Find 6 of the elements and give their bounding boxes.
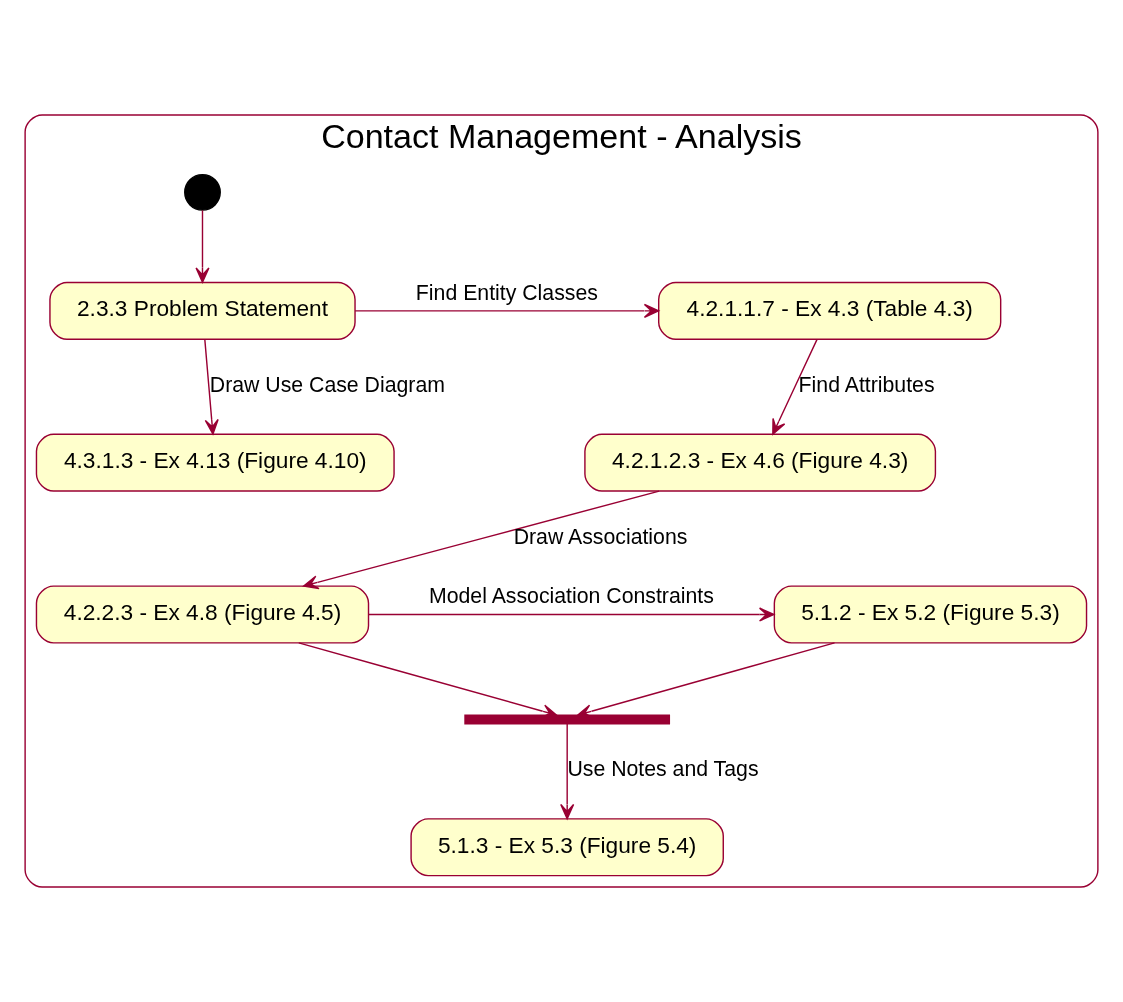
edge-label: Draw Use Case Diagram: [209, 372, 445, 397]
edge-label: Find Entity Classes: [415, 280, 598, 305]
edge-label: Find Attributes: [798, 372, 935, 397]
edge-label: Model Association Constraints: [429, 584, 714, 609]
edge-label: Use Notes and Tags: [567, 757, 759, 782]
edge-label: Draw Associations: [513, 524, 688, 549]
